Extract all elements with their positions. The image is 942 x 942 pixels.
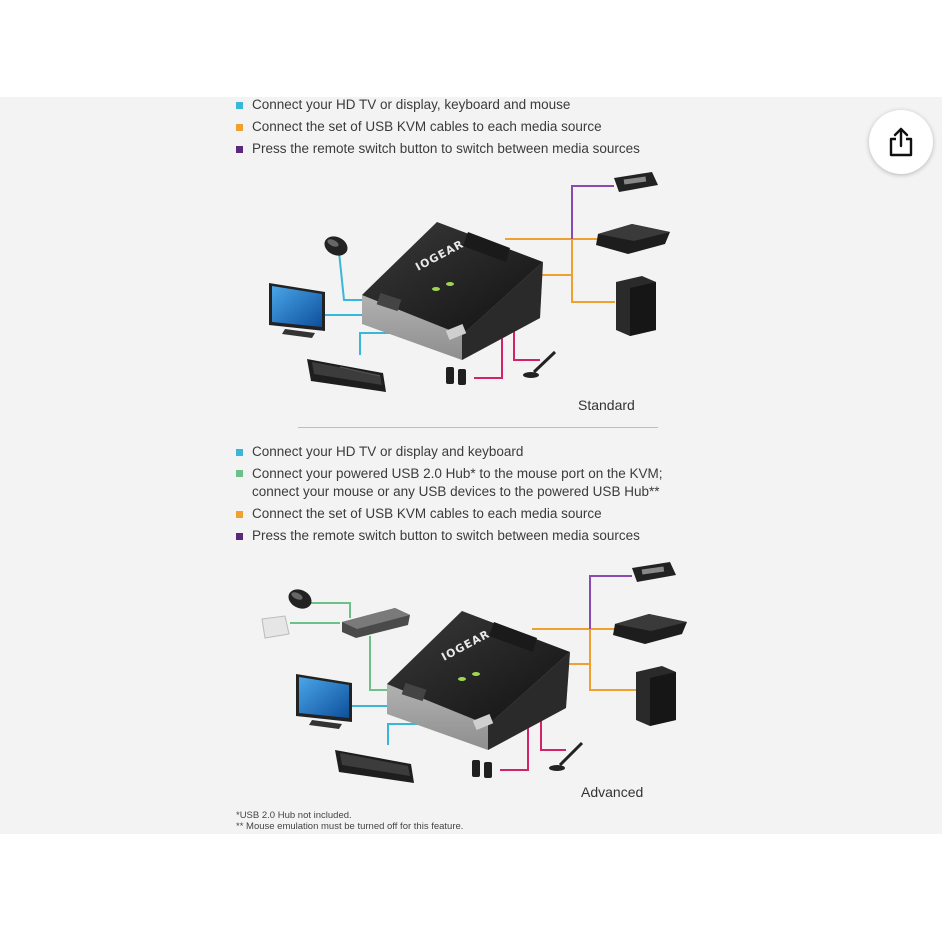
speaker-cable xyxy=(474,320,503,379)
bullet-marker-cyan xyxy=(236,449,243,456)
speakers-icon xyxy=(446,367,466,385)
standard-diagram: IOGEAR xyxy=(269,172,670,392)
kvm-switch-device: IOGEAR xyxy=(362,222,543,360)
kvm-cable-c xyxy=(589,629,636,691)
switch-cable xyxy=(589,575,632,629)
instruction-item: Connect your HD TV or display and keyboa… xyxy=(236,441,662,463)
bullet-marker-cyan xyxy=(236,102,243,109)
standard-caption: Standard xyxy=(578,397,635,413)
footnote: ** Mouse emulation must be turned off fo… xyxy=(236,821,464,832)
monitor-icon xyxy=(296,674,352,729)
standard-instructions: Connect your HD TV or display, keyboard … xyxy=(236,94,640,160)
share-button[interactable] xyxy=(869,110,933,174)
instruction-item: Connect the set of USB KVM cables to eac… xyxy=(236,503,662,525)
keyboard-icon xyxy=(307,359,386,392)
instruction-item: Connect your powered USB 2.0 Hub* to the… xyxy=(236,463,662,503)
mouse-icon xyxy=(288,589,312,609)
game-console-icon xyxy=(613,614,687,644)
advanced-diagram: IOGEAR xyxy=(261,562,687,783)
speakers-icon xyxy=(472,760,492,778)
monitor-icon xyxy=(269,283,325,338)
kvm-switch-device: IOGEAR xyxy=(387,611,570,750)
instruction-item: Press the remote switch button to switch… xyxy=(236,138,640,160)
instruction-item: Connect the set of USB KVM cables to eac… xyxy=(236,116,640,138)
footnote: *USB 2.0 Hub not included. xyxy=(236,810,352,821)
bullet-marker-orange xyxy=(236,511,243,518)
pc-tower-icon xyxy=(616,276,656,336)
game-console-icon xyxy=(596,224,670,254)
advanced-instructions: Connect your HD TV or display and keyboa… xyxy=(236,441,662,547)
keyboard-icon xyxy=(335,750,414,783)
bullet-marker-green xyxy=(236,470,243,477)
advanced-caption: Advanced xyxy=(581,784,644,800)
kvm-cable-c xyxy=(571,239,615,303)
pc-tower-icon xyxy=(636,666,676,726)
led-indicator xyxy=(446,282,454,286)
section-divider xyxy=(298,427,658,428)
instruction-item: Connect your HD TV or display, keyboard … xyxy=(236,94,640,116)
microphone-icon xyxy=(549,741,584,771)
usb-hub-icon xyxy=(342,608,410,638)
microphone-icon xyxy=(523,350,557,378)
led-indicator xyxy=(458,677,466,681)
instruction-item: Press the remote switch button to switch… xyxy=(236,525,662,547)
bullet-marker-purple xyxy=(236,146,243,153)
led-indicator xyxy=(472,672,480,676)
bullet-marker-purple xyxy=(236,533,243,540)
footnotes: *USB 2.0 Hub not included. ** Mouse emul… xyxy=(236,810,463,832)
hub-mouse-cable xyxy=(300,602,351,618)
led-indicator xyxy=(432,287,440,291)
set-top-box-icon xyxy=(632,562,676,582)
speaker-cable xyxy=(500,710,529,771)
usb-device-icon xyxy=(261,615,290,639)
set-top-box-icon xyxy=(614,172,658,192)
switch-cable xyxy=(571,185,614,239)
mouse-icon xyxy=(324,236,348,256)
share-icon xyxy=(889,127,913,157)
bullet-marker-orange xyxy=(236,124,243,131)
